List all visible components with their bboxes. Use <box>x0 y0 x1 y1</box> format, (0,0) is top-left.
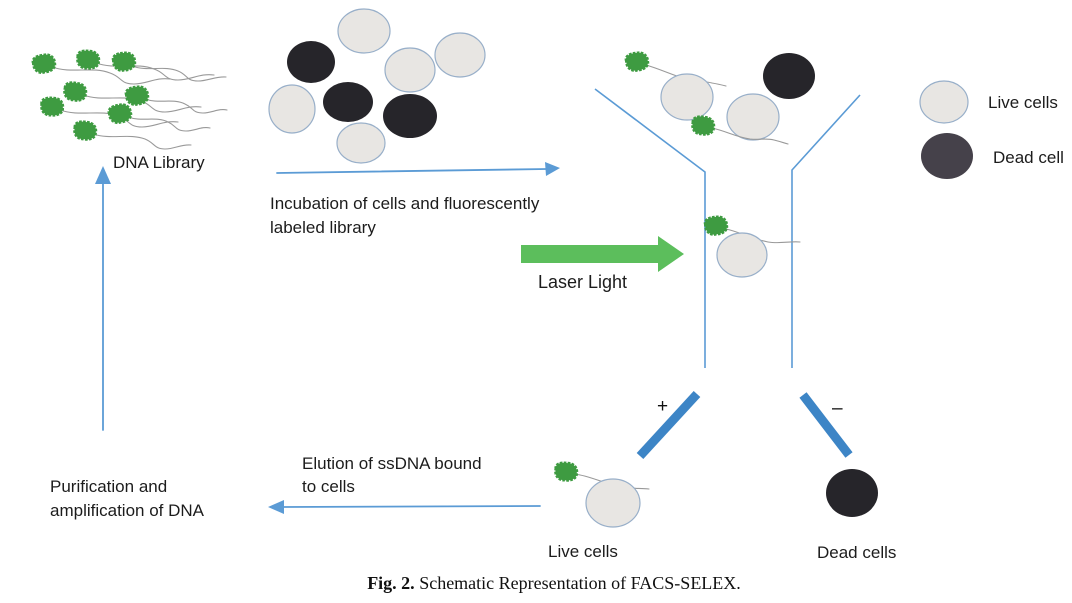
funnel-mouth-cells <box>624 50 815 145</box>
positive-plate <box>636 390 701 460</box>
incubation-arrow-shaft <box>276 168 548 174</box>
dna-strand <box>725 228 801 244</box>
elution-label-line1: Elution of ssDNA bound <box>302 454 482 473</box>
funnel-left-wall <box>594 88 706 368</box>
fluorophore-blob <box>553 460 580 483</box>
legend-live-cell-swatch <box>919 80 969 124</box>
fluorophore-blob <box>111 50 137 73</box>
minus-sign: – <box>832 398 843 419</box>
purification-label-line2: amplification of DNA <box>50 501 205 520</box>
live-cell <box>337 8 391 54</box>
sorted-live-cell-group: Live cells <box>548 460 650 561</box>
fluorophore-blob <box>624 50 650 73</box>
elution-step: Elution of ssDNA bound to cells <box>268 454 541 514</box>
legend-dead-cell-swatch <box>921 133 973 179</box>
dead-cell <box>826 469 878 517</box>
dna-strand <box>144 98 228 114</box>
fluorophore-blob <box>124 84 150 107</box>
live-cell <box>336 122 386 164</box>
sorted-live-label: Live cells <box>548 542 618 561</box>
fluorophore-blob <box>703 214 729 237</box>
legend: Live cells Dead cell <box>919 80 1064 179</box>
laser-arrow <box>521 236 684 272</box>
dead-cell <box>763 53 815 99</box>
fluorophore-blob <box>61 79 89 104</box>
figure-caption: Fig. 2. Schematic Representation of FACS… <box>18 573 1072 594</box>
plus-sign: + <box>657 396 668 417</box>
incubation-step: Incubation of cells and fluorescently la… <box>270 162 560 237</box>
recycle-arrowhead <box>95 166 111 184</box>
dead-cell <box>323 82 373 122</box>
dna-library-group: DNA Library <box>30 48 228 172</box>
dna-library-label: DNA Library <box>113 153 205 172</box>
legend-live-label: Live cells <box>988 93 1058 112</box>
dna-strand <box>127 116 211 132</box>
laser-light-label: Laser Light <box>538 272 627 292</box>
cell-mixture-group <box>268 8 486 164</box>
fluorophore-blob <box>39 95 65 118</box>
fluorophore-blob <box>30 52 58 76</box>
figure-caption-text: Schematic Representation of FACS-SELEX. <box>419 573 741 593</box>
dna-strand <box>59 109 179 128</box>
sorted-dead-label: Dead cells <box>817 543 896 562</box>
elution-arrowhead <box>268 500 284 514</box>
figure-caption-prefix: Fig. 2. <box>367 573 415 593</box>
negative-plate <box>799 392 853 458</box>
incubation-label-line1: Incubation of cells and fluorescently <box>270 194 540 213</box>
deflection-plates: + – <box>636 390 853 460</box>
dna-strand <box>711 127 789 145</box>
dead-cell <box>383 94 437 138</box>
fluorophore-blob <box>71 119 99 143</box>
dna-strand <box>51 66 171 85</box>
incubation-arrowhead <box>545 162 560 176</box>
live-cell <box>660 73 714 121</box>
live-cell <box>726 93 780 141</box>
incubation-label-line2: labeled library <box>270 218 376 237</box>
recycle-arrow <box>95 166 111 431</box>
facs-funnel <box>594 88 861 368</box>
live-cell <box>384 47 436 93</box>
fluorophore-blob <box>106 101 134 126</box>
legend-dead-label: Dead cell <box>993 148 1064 167</box>
funnel-right-wall <box>791 94 861 368</box>
live-cell <box>585 478 641 528</box>
fluorophore-blob <box>689 114 717 138</box>
elution-arrow-shaft <box>282 505 541 508</box>
live-cell <box>434 32 486 78</box>
dna-strand <box>92 133 192 150</box>
elution-label-line2: to cells <box>302 477 355 496</box>
purification-step: Purification and amplification of DNA <box>50 477 205 520</box>
flow-cell-at-laser <box>703 214 801 278</box>
dna-strand <box>131 65 227 82</box>
sorted-dead-cell-group: Dead cells <box>817 469 896 562</box>
dead-cell <box>287 41 335 83</box>
dna-strand <box>82 94 202 113</box>
laser-light-group: Laser Light <box>521 236 684 292</box>
purification-label-line1: Purification and <box>50 477 167 496</box>
live-cell <box>716 232 768 278</box>
fluorophore-blob <box>75 48 102 71</box>
live-cell <box>268 84 316 134</box>
